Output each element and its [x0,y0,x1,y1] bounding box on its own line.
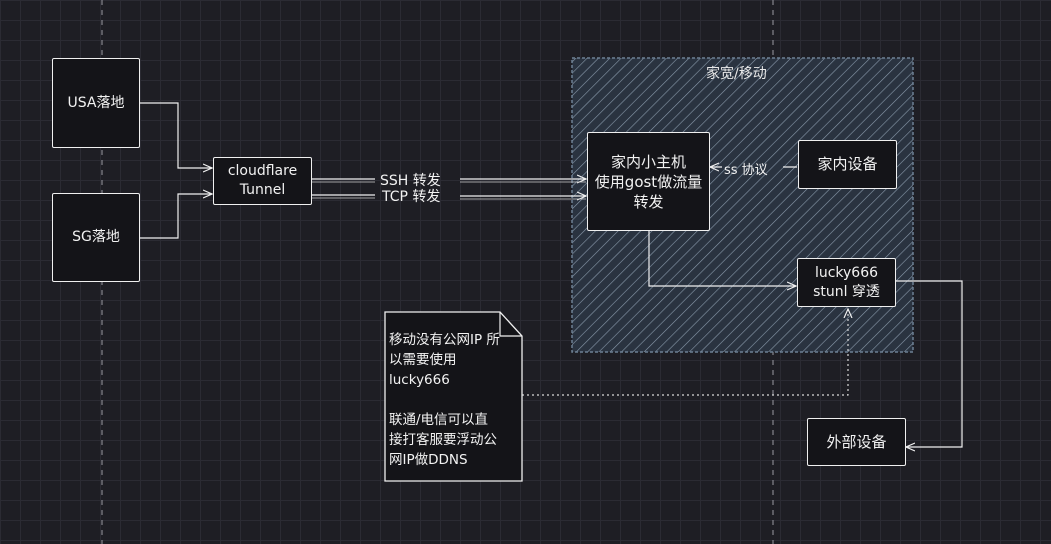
external-label: 外部设备 [826,432,887,451]
note-line: 联通/电信可以直 [389,412,489,428]
note-line [389,390,518,410]
node-home-device[interactable]: 家内设备 [798,140,897,189]
edge-tcp-double [312,197,586,200]
note-line: 网IP做DDNS [389,452,468,468]
host-label-line3: 转发 [633,192,664,211]
note-line: 接打客服要浮动公 [389,432,497,448]
tunnel-label-line2: Tunnel [239,182,286,198]
node-sg-label: SG落地 [72,229,120,245]
lucky-label-line2: stunl 穿透 [813,283,880,300]
note-line: 以需要使用 [389,352,457,368]
node-home-host[interactable]: 家内小主机 使用gost做流量 转发 [587,132,710,231]
edge-host-lucky [648,231,796,286]
note-text: 移动没有公网IP 所 以需要使用 lucky666 联通/电信可以直 接打客服要… [385,326,522,474]
node-lucky[interactable]: lucky666 stunl 穿透 [797,258,896,307]
node-cloudflare-tunnel[interactable]: cloudflare Tunnel [213,157,312,205]
lucky-label-line1: lucky666 [814,264,879,281]
edge-label-ssh: SSH 转发 [380,173,441,189]
node-usa-label: USA落地 [67,94,125,111]
edge-label-ss: ss 协议 [724,163,768,178]
node-sg-landing[interactable]: SG落地 [52,193,140,282]
note-fold [499,312,522,337]
device-label: 家内设备 [817,155,878,173]
note-line: 移动没有公网IP 所 [389,332,500,348]
edge-lucky-external [896,280,963,447]
edge-note-lucky [522,309,848,396]
edge-usa-tunnel [140,102,212,168]
edge-label-tcp: TCP 转发 [382,189,441,205]
note-shape[interactable] [384,311,523,482]
node-usa-landing[interactable]: USA落地 [52,58,140,148]
node-external-device[interactable]: 外部设备 [807,418,906,466]
edge-sg-tunnel [140,194,212,239]
edge-tcp [312,195,586,196]
host-label-line2: 使用gost做流量 [594,172,703,191]
note-line: lucky666 [389,372,450,388]
host-label-line1: 家内小主机 [610,152,686,171]
zone-title: 家宽/移动 [706,66,767,82]
tunnel-label-line1: cloudflare [227,163,298,179]
